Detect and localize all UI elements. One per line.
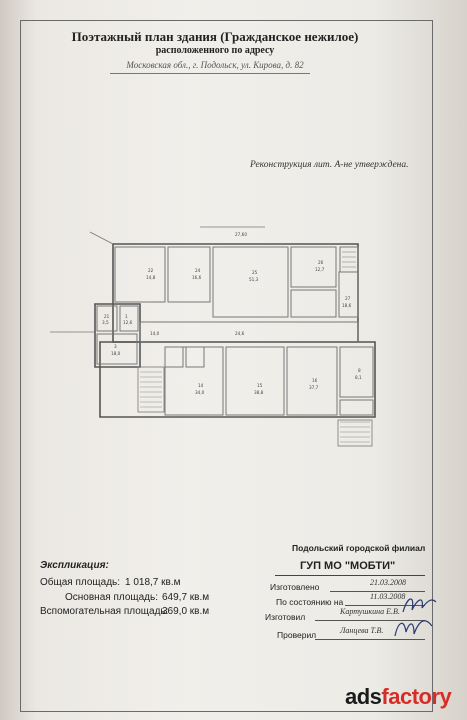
room-14 [164,346,224,416]
room-area-1: 12,6 [123,320,133,325]
room-label-14: 14 [198,383,204,388]
made-by-name: Картушкина Е.В. [340,607,400,616]
room-27 [338,271,359,318]
room-small-2 [185,346,205,368]
room-3 [96,333,138,365]
room-28 [290,289,337,318]
state-date: 11.03.2008 [370,592,406,601]
checked-by-underline [315,639,425,640]
aux-area-label: Вспомогательная площадь: [40,606,169,617]
outer-wall-top [112,243,359,343]
total-area-label: Общая площадь: [40,577,121,588]
signature-1 [402,598,437,613]
outer-wall-bottom [99,341,376,418]
room-22 [114,246,166,303]
room-label-21: 21 [104,314,110,319]
floor-plan: 27,60 22 14,8 24 16,6 25 51,3 26 12,7 27… [50,226,376,447]
aux-area-value: 369,0 кв.м [162,606,210,617]
room-21 [96,305,118,332]
page-frame [20,20,433,712]
state-underline [345,605,425,606]
organization-underline [275,575,425,576]
room-label-25: 25 [252,270,258,275]
room-26 [290,246,337,288]
branch-name: Подольский городской филиал [292,543,426,553]
room-label-3: 3 [114,344,117,349]
room-label-15: 15 [257,383,263,388]
room-label-22: 22 [148,268,154,273]
room-area-14: 34,0 [195,390,205,395]
room-label-8: 8 [358,368,361,373]
room-15 [225,346,285,416]
room-area-15: 38,8 [254,390,264,395]
room-area-3: 18,0 [111,351,121,356]
room-label-26: 26 [318,260,324,265]
room-area-8: 8,1 [355,375,362,380]
checked-label: Проверил [277,630,317,640]
room-area-24: 16,6 [192,275,202,280]
document-address: Московская обл., г. Подольск, ул. Кирова… [126,60,304,70]
room-24 [167,246,211,303]
room-small-3 [339,399,374,416]
room-25 [212,246,289,318]
room-1 [119,305,139,332]
made-by-label: Изготовил [265,612,306,622]
made-label: Изготовлено [270,582,320,592]
corridor [139,321,359,343]
room-16 [286,346,338,416]
signature-2 [394,620,433,637]
address-underline [110,73,310,74]
reconstruction-note: Реконструкция лит. А-не утверждена. [250,160,409,170]
corridor-area-b: 24,6 [235,331,245,336]
room-area-16: 37,7 [309,385,319,390]
state-label: По состоянию на [276,597,344,607]
room-small-1 [164,346,184,368]
main-area-label: Основная площадь: [65,592,158,603]
made-date: 21.03.2008 [370,578,406,587]
room-8 [339,346,374,398]
room-label-27: 27 [345,296,351,301]
corridor-area-a: 14,0 [150,331,160,336]
room-label-1: 1 [125,314,128,319]
watermark-factory: factory [381,684,452,709]
room-area-26: 12,7 [315,267,325,272]
top-dimension: 27,60 [235,232,247,237]
room-area-25: 51,3 [249,277,259,282]
document-title: Поэтажный план здания (Гражданское нежил… [71,29,359,44]
organization-name: ГУП МО "МОБТИ" [300,560,396,572]
adsfactory-watermark: adsfactory [345,684,452,710]
made-by-underline [315,620,425,621]
room-label-24: 24 [195,268,201,273]
room-area-22: 14,8 [146,275,156,280]
room-area-27: 18,6 [342,303,352,308]
explication-title: Экспликация: [40,560,109,571]
watermark-ads: ads [345,684,382,709]
checked-by-name: Ланцева Т.В. [340,626,384,635]
made-underline [330,591,425,592]
document-subtitle: расположенного по адресу [155,45,275,56]
main-area-value: 649,7 кв.м [162,592,210,603]
total-area-value: 1 018,7 кв.м [125,577,181,588]
room-area-21: 3,5 [102,320,109,325]
room-label-16: 16 [312,378,318,383]
stair-right [339,246,359,273]
